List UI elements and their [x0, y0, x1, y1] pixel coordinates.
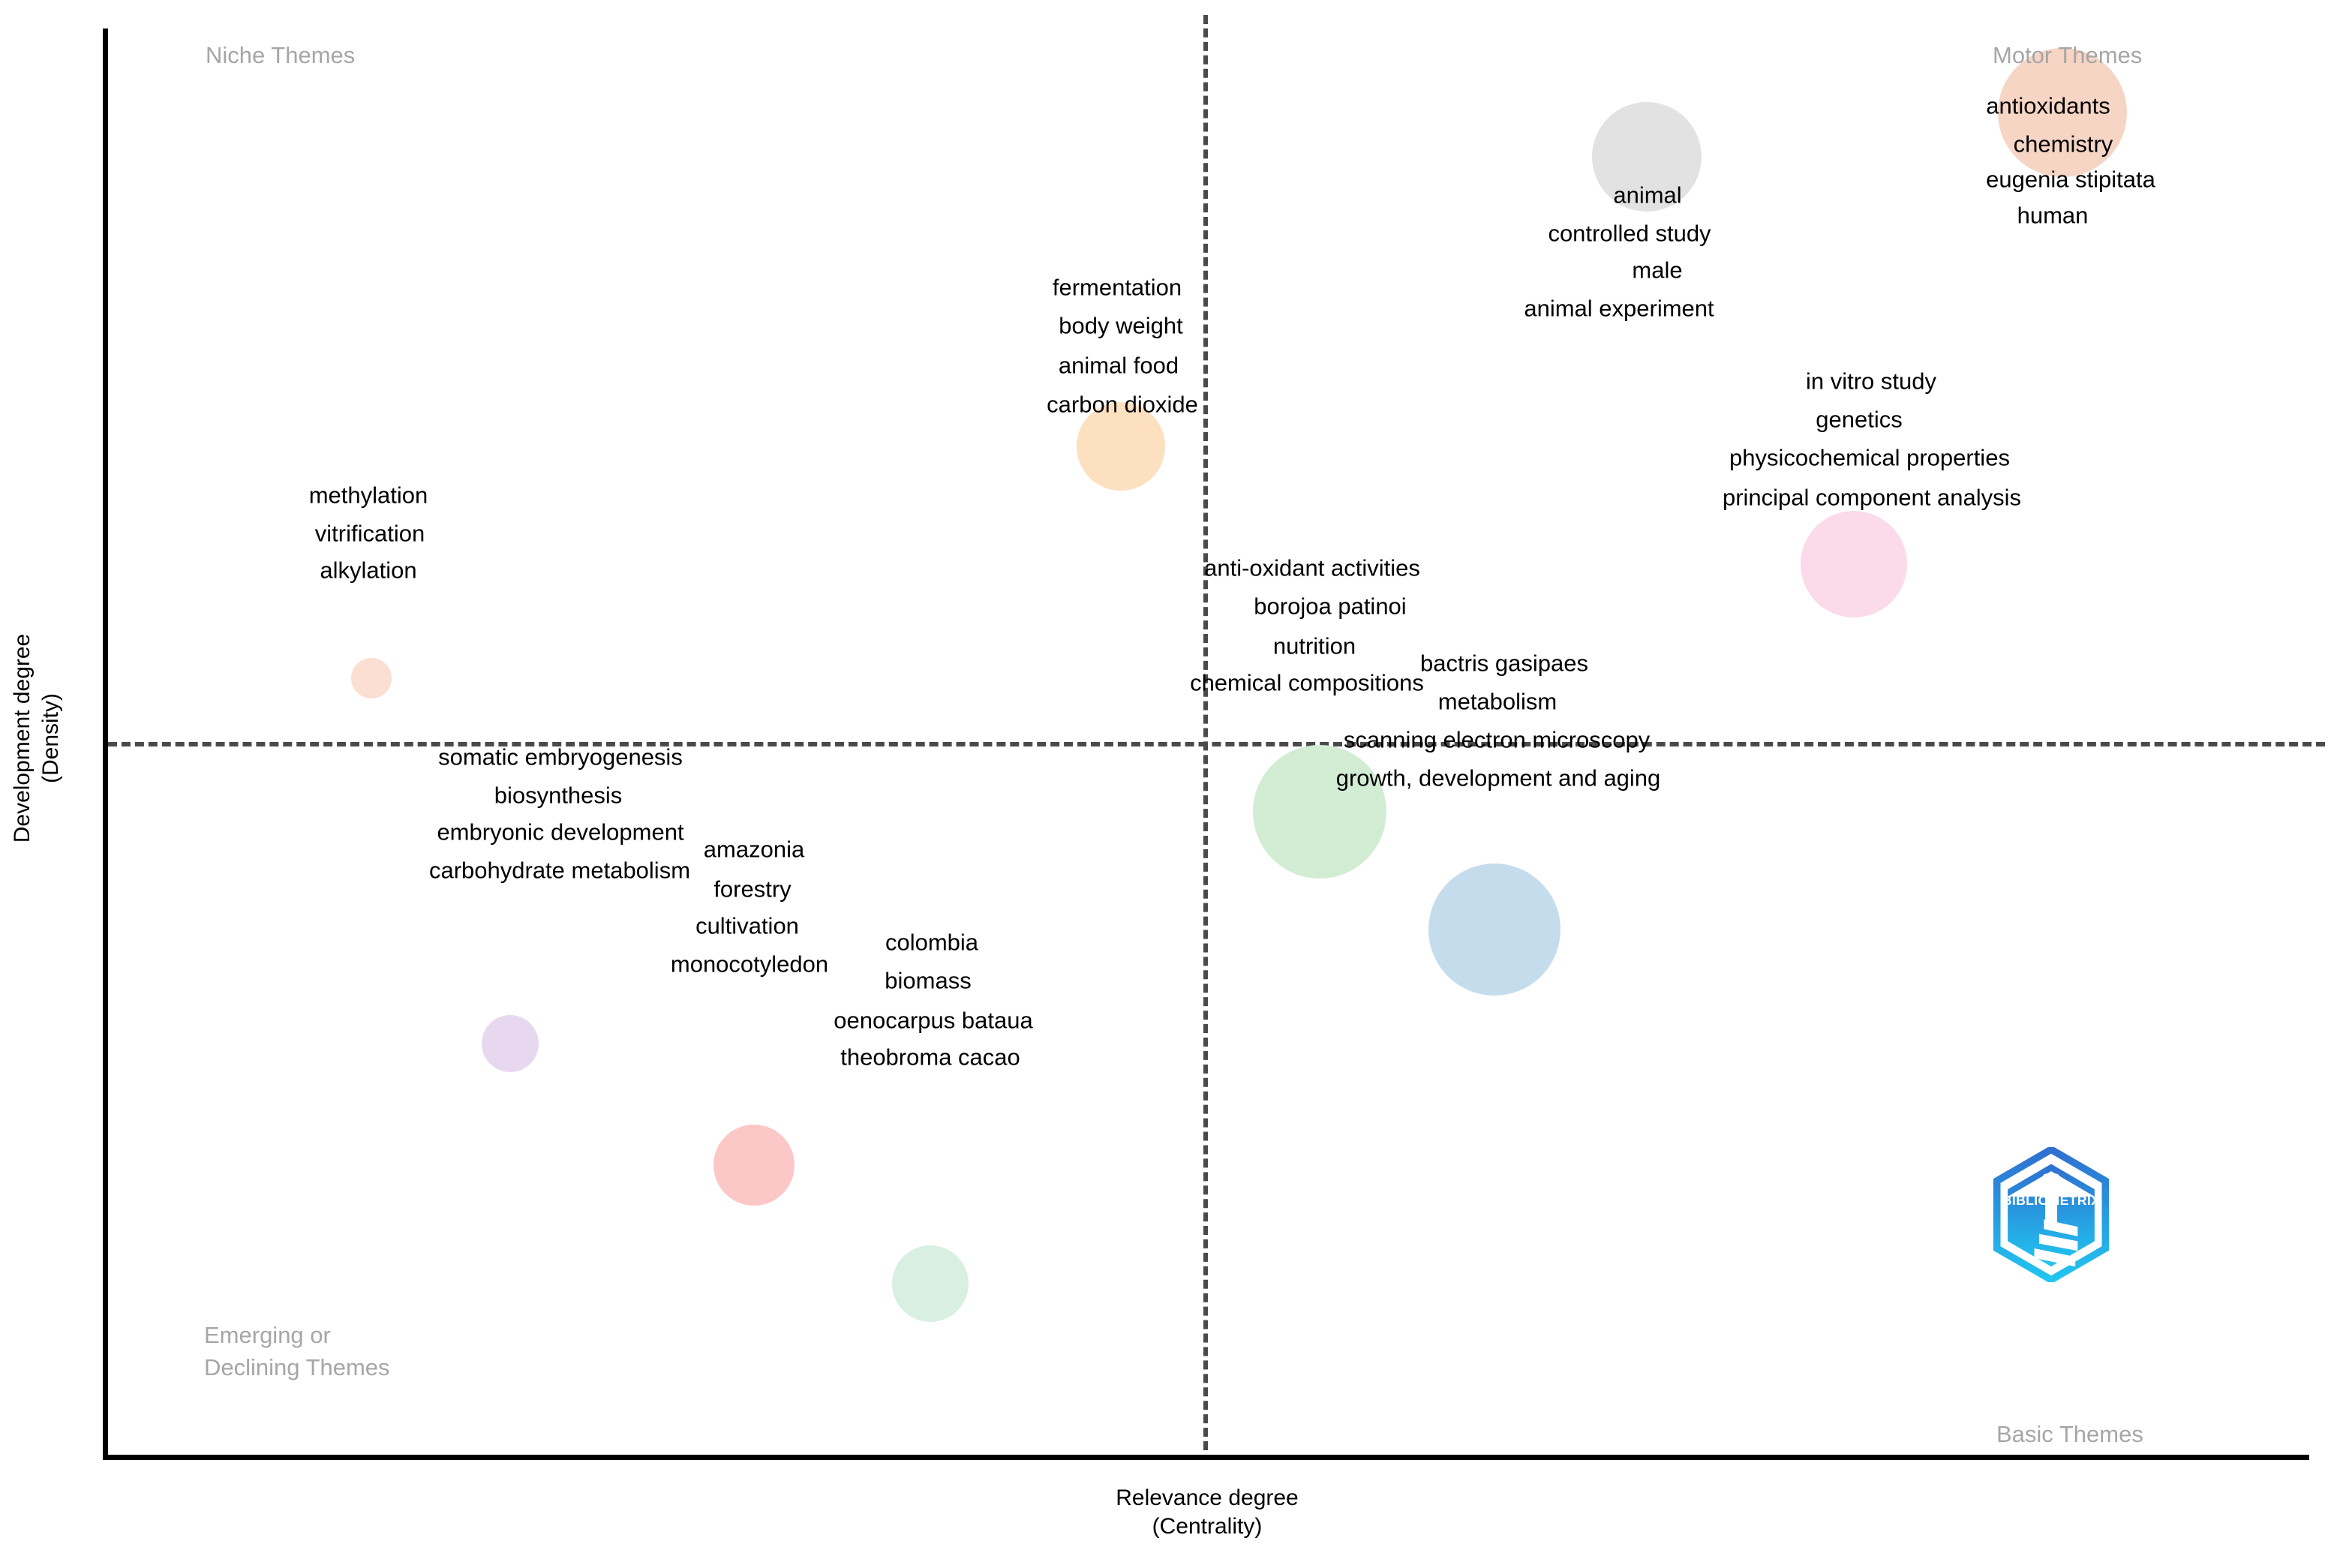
keyword-label[interactable]: body weight	[1059, 312, 1183, 339]
keyword-label[interactable]: biosynthesis	[494, 782, 623, 809]
keyword-label[interactable]: male	[1632, 257, 1683, 284]
keyword-label[interactable]: animal	[1613, 182, 1682, 209]
keyword-label[interactable]: anti-oxidant activities	[1204, 554, 1420, 581]
keyword-label[interactable]: human	[2017, 202, 2089, 229]
keyword-label[interactable]: alkylation	[320, 557, 417, 584]
cluster-bubble-fermentation[interactable]	[1077, 402, 1165, 491]
keyword-label[interactable]: metabolism	[1437, 688, 1557, 715]
y-axis-title: Development degree (Density)	[10, 633, 63, 843]
keyword-label[interactable]: cultivation	[695, 912, 799, 939]
keyword-label[interactable]: colombia	[885, 929, 979, 956]
keyword-label[interactable]: scanning electron microscopy	[1343, 726, 1651, 753]
keyword-label[interactable]: chemistry	[2013, 131, 2113, 158]
keyword-label[interactable]: bactris gasipaes	[1419, 650, 1589, 677]
x-axis-title: Relevance degree (Centrality)	[1116, 1485, 1299, 1539]
cluster-bubble-amazonia[interactable]	[713, 1125, 795, 1206]
keyword-label[interactable]: methylation	[308, 482, 428, 509]
keyword-label[interactable]: physicochemical properties	[1729, 444, 2010, 471]
keyword-label[interactable]: nutrition	[1272, 632, 1356, 659]
cluster-bubble-anti-oxidant-activities[interactable]	[1253, 745, 1386, 879]
cluster-bubble-somatic-embryogenesis[interactable]	[482, 1015, 539, 1072]
keyword-label[interactable]: vitrification	[314, 520, 425, 547]
keyword-label[interactable]: biomass	[885, 967, 972, 994]
x-axis-line	[103, 1455, 2309, 1460]
cluster-bubble-methylation[interactable]	[351, 658, 392, 698]
keyword-label[interactable]: borojoa patinoi	[1254, 593, 1407, 620]
keyword-label[interactable]: theobroma cacao	[840, 1044, 1020, 1071]
quadrant-label-basic-themes: Basic Themes	[1996, 1421, 2143, 1447]
keyword-label[interactable]: animal food	[1058, 352, 1179, 379]
keyword-label[interactable]: embryonic development	[437, 819, 684, 846]
cluster-bubble-animal[interactable]	[1592, 102, 1702, 212]
keyword-label[interactable]: carbon dioxide	[1047, 391, 1198, 418]
svg-text:BIBLIOMETRIX: BIBLIOMETRIX	[2002, 1193, 2100, 1208]
bibliometrix-logo: BIBLIOMETRIX	[1990, 1145, 2112, 1284]
keyword-label[interactable]: growth, development and aging	[1335, 764, 1661, 792]
keyword-label[interactable]: carbohydrate metabolism	[428, 857, 691, 884]
cluster-bubble-antioxidants[interactable]	[1998, 48, 2127, 177]
keyword-label[interactable]: monocotyledon	[670, 951, 829, 978]
horizontal-median-divider	[108, 742, 2325, 746]
keyword-label[interactable]: amazonia	[703, 836, 805, 863]
keyword-label[interactable]: somatic embryogenesis	[438, 743, 683, 770]
cluster-bubble-bactris-gasipaes[interactable]	[1428, 864, 1561, 996]
keyword-label[interactable]: fermentation	[1052, 274, 1182, 301]
keyword-label[interactable]: genetics	[1816, 406, 1903, 433]
vertical-median-divider	[1203, 15, 1208, 1450]
quadrant-label-motor-themes: Motor Themes	[1993, 42, 2143, 68]
keyword-label[interactable]: eugenia stipitata	[1986, 166, 2155, 193]
keyword-label[interactable]: in vitro study	[1805, 368, 1937, 395]
cluster-bubble-genetics[interactable]	[1801, 511, 1907, 617]
keyword-label[interactable]: chemical compositions	[1190, 669, 1424, 696]
y-axis-line	[103, 29, 108, 1460]
quadrant-label-emerging-declining-themes: Emerging or Declining Themes	[204, 1322, 390, 1380]
cluster-bubble-colombia[interactable]	[892, 1245, 969, 1322]
quadrant-label-niche-themes: Niche Themes	[206, 42, 356, 68]
keyword-label[interactable]: animal experiment	[1524, 295, 1714, 322]
keyword-label[interactable]: controlled study	[1548, 220, 1711, 247]
keyword-label[interactable]: antioxidants	[1986, 92, 2110, 119]
keyword-label[interactable]: oenocarpus bataua	[834, 1007, 1033, 1034]
keyword-label[interactable]: principal component analysis	[1722, 484, 2022, 511]
keyword-label[interactable]: forestry	[713, 876, 792, 903]
